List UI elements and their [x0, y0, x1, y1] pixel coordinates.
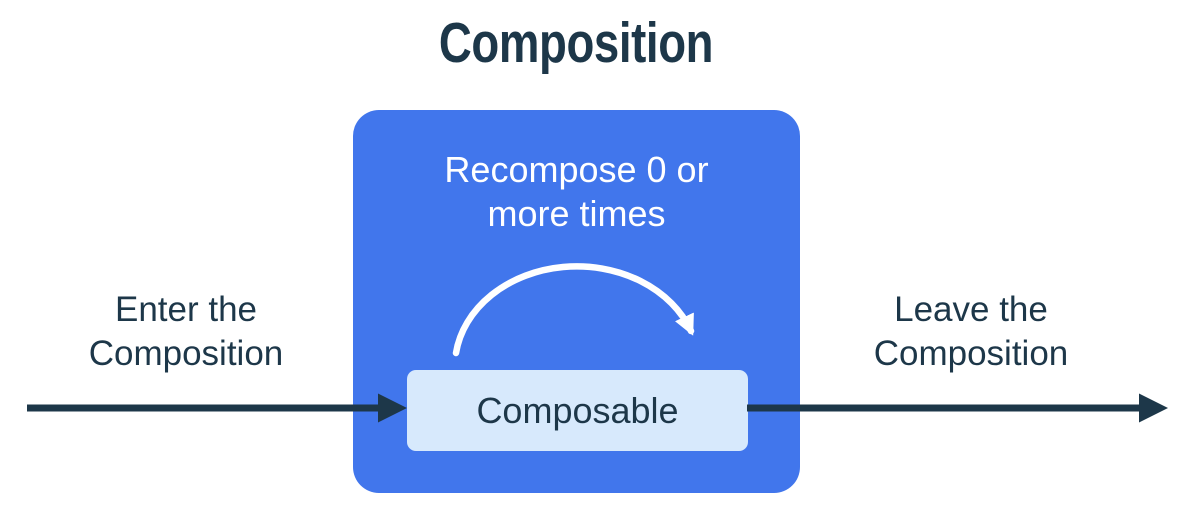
composable-box: Composable	[407, 370, 748, 451]
enter-arrow-icon	[27, 393, 407, 423]
leave-arrow-icon	[747, 393, 1168, 423]
leave-label-line1: Leave the	[894, 290, 1048, 329]
enter-label-line1: Enter the	[114, 290, 258, 329]
enter-composition-label: Enter the Composition	[26, 288, 346, 376]
leave-composition-label: Leave the Composition	[811, 288, 1131, 376]
composable-label: Composable	[476, 389, 679, 431]
recompose-label-line2: more times	[487, 193, 666, 234]
recompose-label-line1: Recompose 0 or	[444, 149, 709, 190]
diagram-title: Composition	[438, 11, 714, 75]
leave-label-line2: Composition	[873, 334, 1069, 373]
enter-label-line2: Composition	[88, 334, 284, 373]
recompose-label: Recompose 0 or more times	[353, 148, 800, 236]
